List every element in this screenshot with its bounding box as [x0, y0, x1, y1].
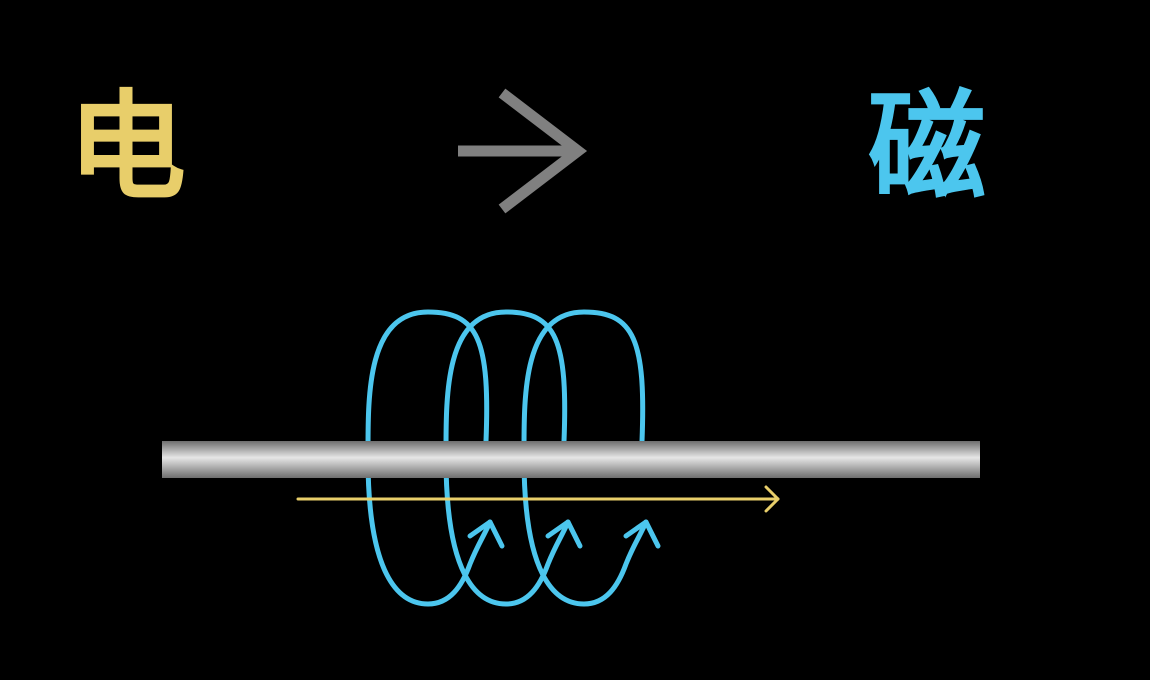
field-loop-arrow: [425, 519, 505, 607]
field-loop-icon: [365, 309, 490, 607]
arrow-right-icon: [458, 88, 588, 214]
current-arrow-icon: [296, 485, 780, 513]
field-loop-arrow: [503, 519, 583, 607]
electric-label: 电: [68, 78, 187, 216]
wire-rod: [162, 441, 980, 478]
field-loop-arrow: [581, 519, 661, 607]
magnetic-label: 磁: [868, 78, 987, 216]
